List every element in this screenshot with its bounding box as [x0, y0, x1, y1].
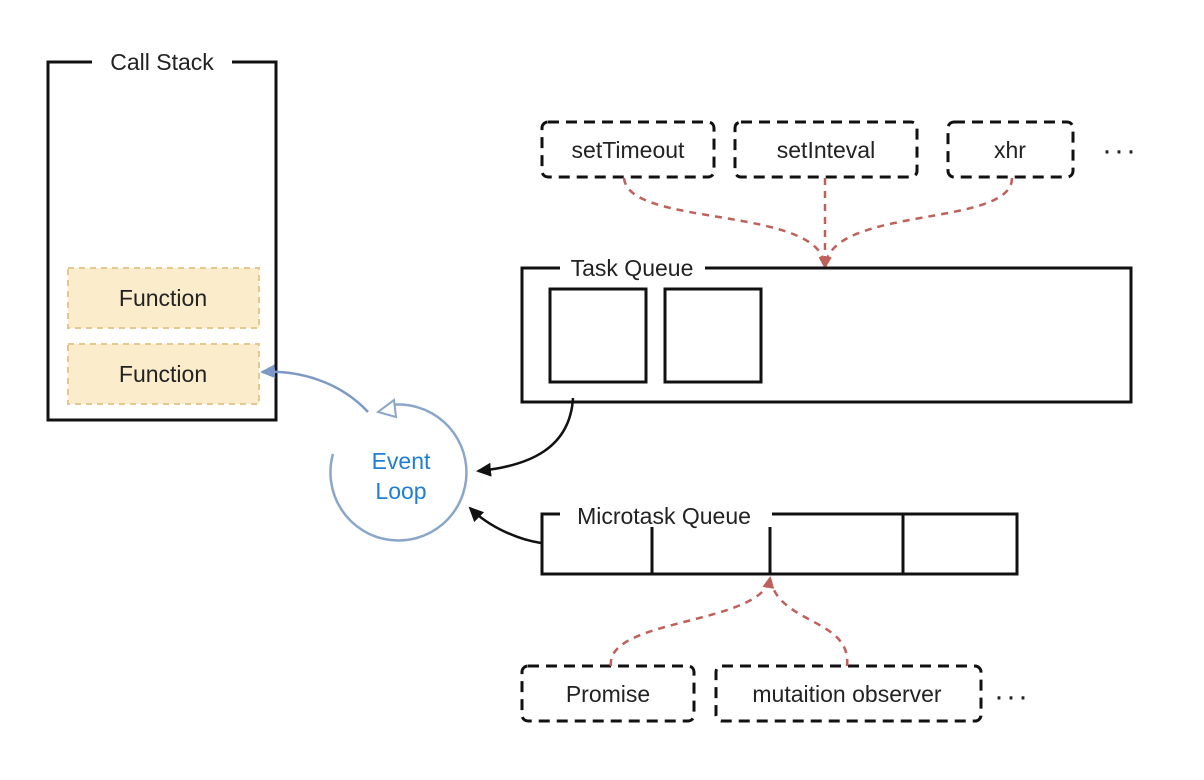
- event-loop-label-line2: Loop: [375, 478, 426, 504]
- stack-frame-label: Function: [119, 285, 207, 311]
- microtask-source-box: [520, 664, 696, 723]
- microtask-queue-frame: [540, 512, 1019, 576]
- web-api-box: [540, 120, 716, 179]
- settimeout-to-task-arrow: [622, 177, 831, 269]
- task-slot: [548, 287, 648, 384]
- microtask-queue-title: Microtask Queue: [577, 503, 751, 529]
- stack-frame: [67, 267, 260, 329]
- stack-frame: [67, 343, 260, 405]
- call-stack-frame: [46, 60, 278, 422]
- web-api-label: setTimeout: [572, 137, 686, 163]
- task-queue: Task Queue: [476, 255, 1133, 477]
- task-slot: [663, 287, 763, 384]
- microtask-source-label: Promise: [566, 681, 650, 707]
- web-api-more: ···: [1102, 134, 1138, 167]
- web-api-sources: setTimeout setInteval xhr ···: [540, 120, 1138, 269]
- loop-to-stack-arrow: [260, 364, 369, 413]
- event-loop-arrowhead: [375, 398, 398, 419]
- task-queue-title: Task Queue: [571, 255, 694, 281]
- web-api-box: [733, 120, 919, 179]
- microtask-queue: Microtask Queue: [468, 503, 1019, 576]
- task-queue-frame: [520, 266, 1133, 404]
- event-loop-ring: [329, 403, 468, 542]
- event-loop: Event Loop: [260, 364, 468, 542]
- observer-to-microtask-arrow: [768, 577, 849, 667]
- microtask-to-loop-arrow: [468, 506, 542, 545]
- web-api-label: xhr: [994, 137, 1026, 163]
- web-api-label: setInteval: [777, 137, 875, 163]
- web-api-box: [946, 120, 1075, 179]
- task-to-loop-arrow: [476, 397, 575, 477]
- call-stack: Call Stack Function Function: [46, 49, 278, 422]
- promise-to-microtask-arrow: [609, 576, 775, 667]
- event-loop-label-line1: Event: [372, 448, 431, 474]
- microtask-source-more: ···: [994, 680, 1030, 713]
- microtask-source-box: [714, 664, 983, 723]
- xhr-to-task-arrow: [819, 177, 1014, 269]
- microtask-sources: Promise mutaition observer ···: [520, 576, 1030, 723]
- call-stack-title: Call Stack: [110, 49, 214, 75]
- stack-frame-label: Function: [119, 361, 207, 387]
- microtask-source-label: mutaition observer: [752, 681, 942, 707]
